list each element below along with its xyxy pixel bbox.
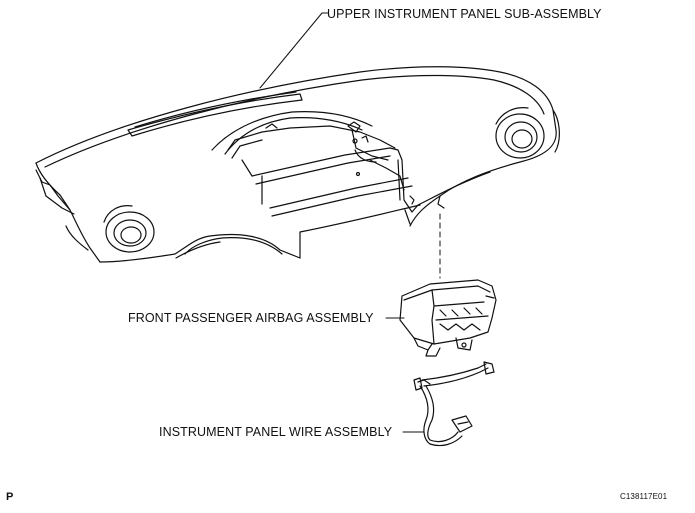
- page-marker: P: [6, 491, 14, 503]
- instrument-panel-wire: [413, 361, 495, 447]
- front-passenger-airbag: [399, 279, 497, 357]
- label-front-passenger-airbag: FRONT PASSENGER AIRBAG ASSEMBLY: [128, 311, 374, 325]
- label-instrument-panel-wire: INSTRUMENT PANEL WIRE ASSEMBLY: [159, 425, 393, 439]
- label-upper-instrument-panel: UPPER INSTRUMENT PANEL SUB-ASSEMBLY: [327, 7, 602, 21]
- leader-upper-panel: [259, 12, 329, 89]
- upper-instrument-panel: [35, 66, 560, 263]
- figure-code: C138117E01: [620, 492, 668, 501]
